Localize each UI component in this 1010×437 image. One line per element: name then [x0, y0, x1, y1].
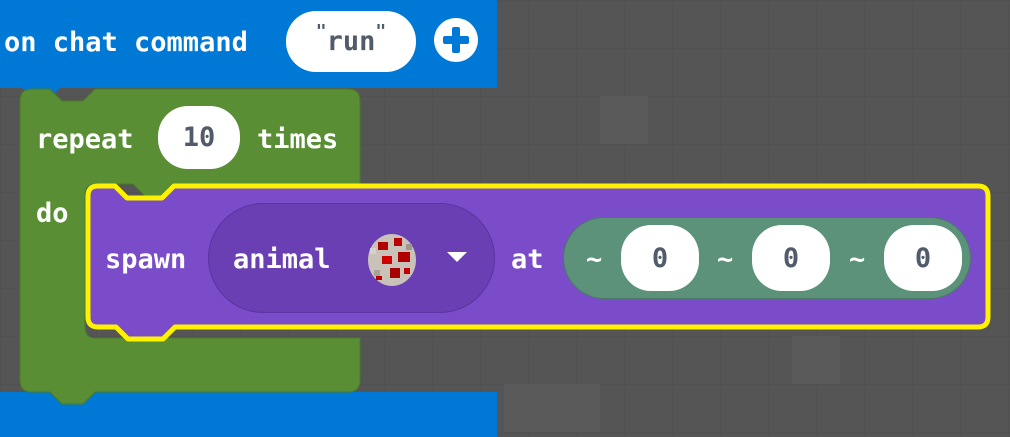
- repeat-count-input[interactable]: 10: [158, 106, 240, 169]
- coord-x-value: 0: [651, 242, 669, 274]
- workspace-tile: [504, 384, 600, 432]
- coord-z-input[interactable]: 0: [884, 225, 962, 291]
- on-chat-command-block-bottom: [0, 392, 497, 437]
- on-chat-command-label: on chat command: [4, 27, 248, 58]
- at-label: at: [511, 244, 544, 275]
- spawn-egg-icon: [368, 234, 416, 286]
- coord-y-input[interactable]: 0: [752, 225, 830, 291]
- coord-z-value: 0: [914, 242, 932, 274]
- coord-x-input[interactable]: 0: [621, 225, 699, 291]
- coord-y-value: 0: [782, 242, 800, 274]
- workspace-tile: [600, 96, 648, 144]
- do-label: do: [36, 198, 69, 229]
- workspace-tile: [792, 336, 840, 384]
- animal-dropdown[interactable]: [208, 203, 495, 313]
- tilde-y: ~: [717, 244, 734, 275]
- spawn-label: spawn: [105, 244, 187, 275]
- tilde-z: ~: [849, 244, 866, 275]
- command-name-input[interactable]: " run ": [286, 11, 416, 72]
- caret-down-icon[interactable]: [447, 252, 467, 262]
- quote-open: ": [315, 21, 327, 42]
- quote-close: ": [375, 21, 387, 42]
- repeat-label: repeat: [36, 124, 134, 155]
- tilde-x: ~: [586, 244, 603, 275]
- animal-label: animal: [233, 244, 331, 275]
- repeat-count-value: 10: [182, 122, 216, 153]
- repeat-block[interactable]: [19, 88, 361, 405]
- command-name-value: run: [326, 26, 376, 57]
- times-label: times: [257, 124, 339, 155]
- plus-circle-icon[interactable]: [434, 18, 478, 62]
